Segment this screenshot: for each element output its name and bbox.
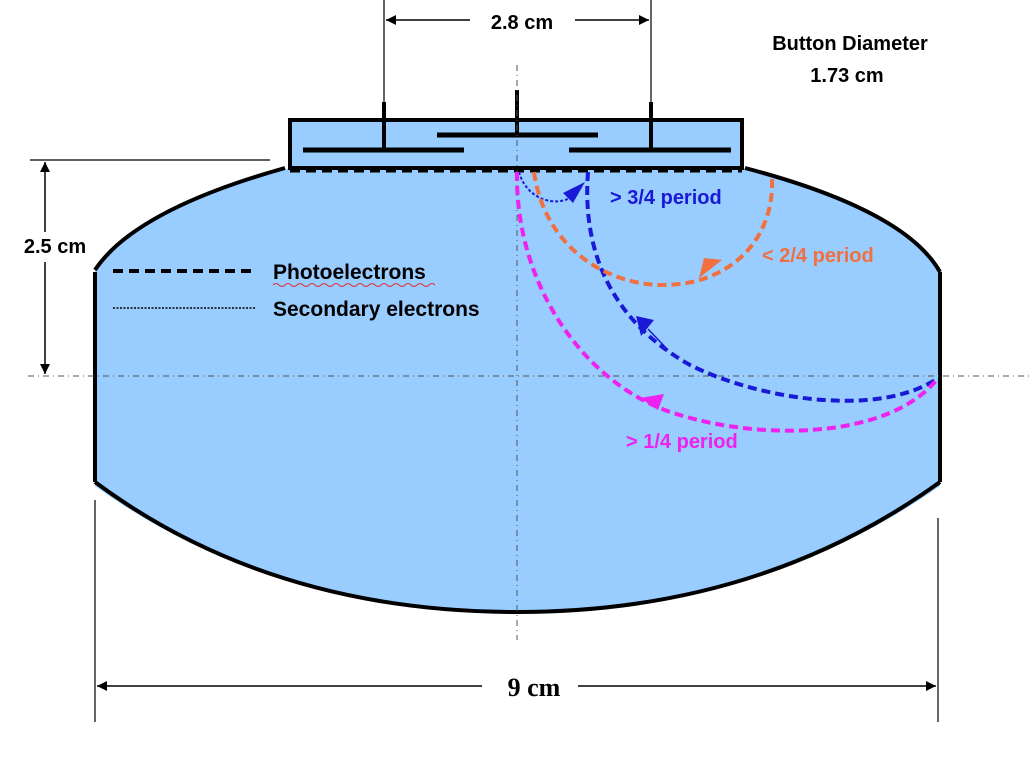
blue-trajectory-small-arrowhead bbox=[563, 182, 585, 203]
button-diameter-value: 1.73 cm bbox=[810, 65, 883, 87]
magenta-trajectory-label: > 1/4 period bbox=[626, 431, 738, 453]
dim-top-label: 2.8 cm bbox=[491, 12, 553, 34]
blue-trajectory-label: > 3/4 period bbox=[610, 187, 722, 209]
legend-photoelectrons-squiggle bbox=[272, 283, 436, 287]
dim-left-label: 2.5 cm bbox=[24, 236, 86, 258]
cavity-outline-top-right bbox=[744, 166, 942, 273]
blue-trajectory-arrowhead bbox=[636, 316, 654, 336]
dim-bottom-label: 9 cm bbox=[508, 673, 561, 702]
cavity-outline-bottom bbox=[93, 480, 942, 615]
magenta-trajectory bbox=[514, 171, 940, 433]
blue-trajectory-arrow-stem bbox=[647, 328, 669, 351]
legend-photoelectrons-label: Photoelectrons bbox=[273, 261, 426, 284]
button-diameter-title: Button Diameter bbox=[772, 33, 928, 55]
blue-trajectory-main bbox=[585, 171, 940, 403]
cavity-outline-top-left bbox=[93, 166, 286, 272]
orange-trajectory bbox=[532, 171, 775, 288]
legend-secondary-label: Secondary electrons bbox=[273, 298, 480, 321]
orange-trajectory-arrowhead bbox=[699, 258, 722, 278]
orange-trajectory-label: < 2/4 period bbox=[762, 245, 874, 267]
magenta-trajectory-arrowhead bbox=[640, 394, 664, 410]
